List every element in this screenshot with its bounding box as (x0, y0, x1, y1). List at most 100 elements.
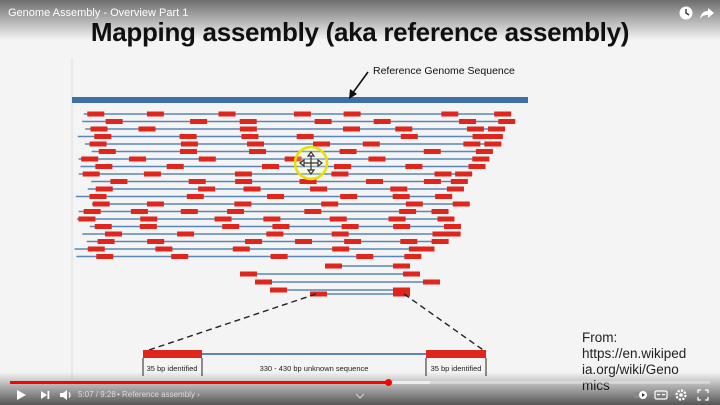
time-separator: / (93, 390, 101, 399)
read-end (222, 224, 240, 229)
read-end (146, 201, 164, 207)
read-end (432, 231, 450, 237)
read-end (494, 111, 512, 117)
read-end (331, 171, 349, 177)
read-end (104, 231, 122, 237)
chevron-down-icon[interactable] (354, 388, 366, 404)
read-end (155, 246, 173, 252)
reference-arrow (351, 71, 369, 95)
read-end (190, 119, 208, 124)
read-end (96, 254, 114, 259)
move-cursor-icon (299, 151, 323, 175)
read-end (81, 156, 99, 162)
read-end (188, 179, 206, 184)
read-end (247, 141, 265, 147)
play-icon[interactable] (14, 387, 28, 403)
read-end (366, 179, 384, 184)
read-end (405, 201, 423, 207)
reference-genome-bar (72, 97, 528, 103)
read-end (166, 164, 184, 169)
read-end (443, 224, 461, 229)
next-icon[interactable] (38, 387, 52, 403)
read-end (143, 171, 161, 177)
read-end (310, 186, 328, 192)
scrubber-handle[interactable] (385, 379, 392, 386)
read-end (171, 254, 189, 259)
read-end (89, 194, 107, 199)
read-end (94, 134, 112, 139)
read-end (266, 231, 284, 237)
read-end (304, 209, 322, 214)
read-end (340, 194, 358, 199)
read-end (423, 179, 441, 184)
read-end (405, 164, 423, 169)
read-end (390, 186, 408, 192)
read-end (437, 216, 455, 222)
read-end (399, 209, 417, 214)
gear-icon[interactable] (674, 387, 688, 403)
read-end (393, 287, 410, 293)
read-end (262, 164, 280, 169)
read-end (310, 291, 327, 297)
read-end (431, 239, 449, 244)
read-end (227, 209, 245, 214)
read-end (138, 126, 156, 132)
read-end (214, 216, 232, 222)
read-end (97, 239, 115, 244)
read-end (400, 239, 418, 244)
read-end (434, 171, 452, 177)
progress-bar[interactable] (10, 379, 710, 386)
read-end (110, 179, 128, 184)
read-end (485, 134, 503, 139)
read-end (404, 254, 422, 259)
read-end (78, 216, 96, 222)
read-end (87, 246, 105, 252)
read-end (92, 201, 110, 207)
read-end (452, 201, 470, 207)
read-end (180, 209, 198, 214)
read-end (443, 231, 461, 237)
read-end (293, 111, 311, 117)
read-end (368, 156, 386, 162)
read-end (95, 186, 113, 192)
progress-fill (10, 381, 388, 384)
zoom-line-right (403, 293, 487, 353)
share-icon[interactable] (699, 5, 715, 21)
read-end (147, 239, 165, 244)
video-title[interactable]: Genome Assembly - Overview Part 1 (8, 7, 189, 19)
top-bar: Genome Assembly - Overview Part 1 (0, 0, 720, 40)
read-end (339, 149, 357, 154)
watch-later-icon[interactable] (678, 5, 694, 21)
read-end (487, 126, 505, 132)
read-end (344, 239, 362, 244)
read-end (334, 164, 352, 169)
read-end (129, 156, 147, 162)
read-end (239, 119, 257, 124)
read-end (198, 156, 216, 162)
read-end (295, 239, 313, 244)
read-end (393, 263, 410, 269)
autoplay-toggle-icon[interactable] (632, 387, 648, 403)
read-end (459, 119, 477, 124)
read-end (234, 171, 252, 177)
chapter-title[interactable]: • Reference assembly › (117, 390, 200, 399)
fullscreen-icon[interactable] (696, 387, 710, 403)
read-end (218, 111, 236, 117)
read-end (329, 216, 347, 222)
captions-icon[interactable] (654, 387, 668, 403)
volume-icon[interactable] (58, 387, 74, 403)
total-time: 9:28 (100, 390, 116, 399)
read-end (325, 263, 342, 269)
read-end (362, 141, 380, 147)
middle-label: 330 - 430 bp unknown sequence (260, 364, 369, 373)
read-end (392, 194, 410, 199)
read-end (180, 141, 198, 147)
read-end (94, 224, 112, 229)
read-end (393, 291, 410, 297)
sequencing-reads (74, 111, 516, 297)
read-end (105, 119, 123, 124)
read-end (332, 246, 350, 252)
zoom-left-end (143, 350, 202, 358)
